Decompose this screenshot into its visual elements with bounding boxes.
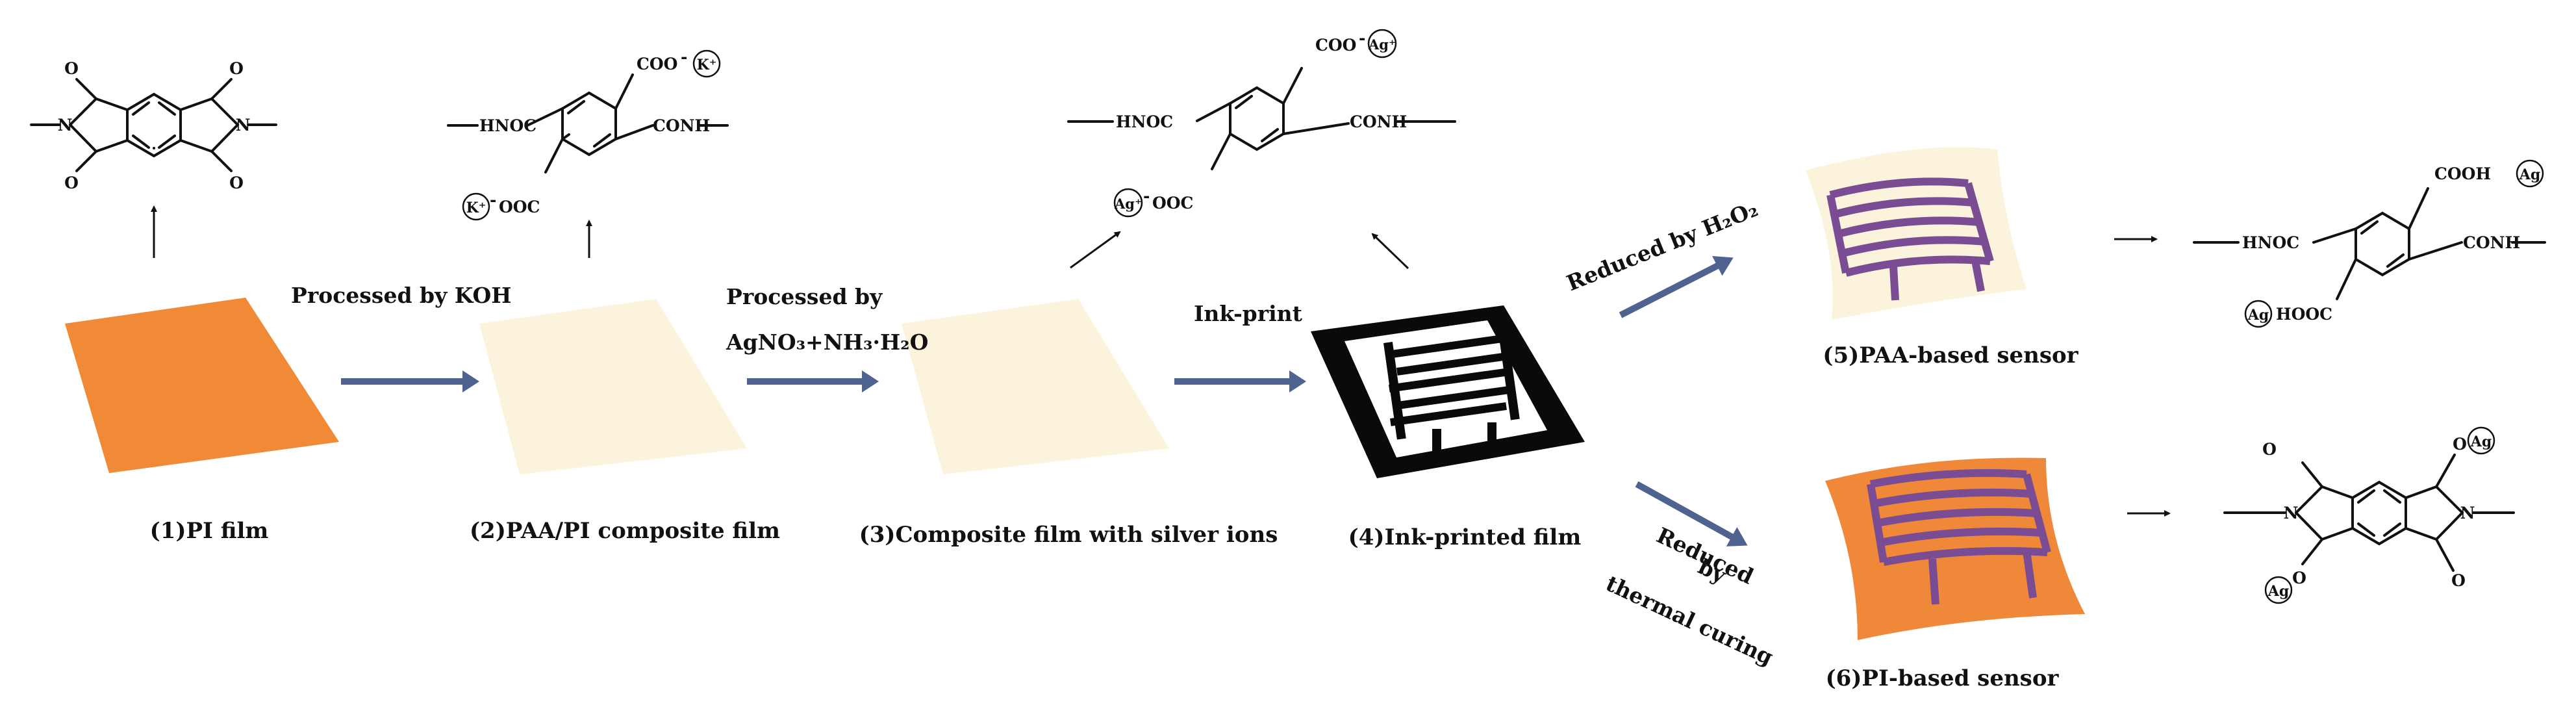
atom-o: O <box>64 59 79 78</box>
ink-printed-film <box>1311 305 1585 478</box>
atom-n: N <box>58 116 73 135</box>
ion-ag: Ag <box>2519 166 2540 183</box>
minus-sign: - <box>1143 186 1150 205</box>
paa-ag-structure: HNOC CONH COO - Ag⁺ Ag⁺ - OOC <box>1067 29 1456 218</box>
atom-o: O <box>229 174 244 192</box>
label-coo: COO <box>1315 36 1356 55</box>
atom-o: O <box>2451 571 2466 590</box>
ion-ag: Ag <box>2247 307 2269 324</box>
minus-sign: - <box>681 47 687 66</box>
process-ag-label-2: AgNO₃+NH₃·H₂O <box>726 329 928 355</box>
label-coo: COO <box>637 55 677 73</box>
atom-n: N <box>2284 504 2299 522</box>
step-5-label: (5)PAA-based sensor <box>1823 342 2078 368</box>
label-conh: CONH <box>2463 233 2520 252</box>
label-hooc: HOOC <box>2276 305 2332 324</box>
thin-arrows <box>151 205 2171 517</box>
ion-ag: Ag⁺ <box>1368 36 1396 53</box>
composite-film <box>902 299 1169 474</box>
paa-k-structure: HNOC CONH COO - K⁺ K⁺ - OOC <box>447 47 729 221</box>
atom-o: O <box>2292 569 2306 587</box>
arrow-h2o2 <box>1619 256 1734 318</box>
atom-n: N <box>236 116 251 135</box>
paa-ag-reduced-structure: HNOC CONH COOH Ag Ag HOOC <box>2193 159 2546 328</box>
ion-ag: Ag⁺ <box>1114 196 1142 212</box>
pi-sensor <box>1825 457 2085 640</box>
label-hnoc: HNOC <box>2242 233 2299 252</box>
step-1-label: (1)PI film <box>150 518 269 544</box>
arrow-diag-ag <box>1070 231 1121 269</box>
atom-n: N <box>2460 504 2475 522</box>
arrow-agno3 <box>747 370 879 392</box>
arrow-thermal <box>1635 481 1748 546</box>
label-ooc: OOC <box>499 198 540 216</box>
ion-ag: Ag <box>2470 433 2492 450</box>
pi-ag-structure: O O O O N N Ag Ag <box>2223 426 2515 604</box>
arrow-koh <box>341 370 479 392</box>
atom-o: O <box>64 174 79 192</box>
label-hnoc: HNOC <box>1116 112 1173 131</box>
label-hnoc: HNOC <box>479 116 537 135</box>
label-cooh: COOH <box>2434 164 2491 183</box>
paa-sensor <box>1806 147 2027 320</box>
step-4-label: (4)Ink-printed film <box>1348 524 1582 550</box>
label-ooc: OOC <box>1152 194 1193 212</box>
ion-k: K⁺ <box>466 199 486 216</box>
paa-pi-film <box>479 299 747 474</box>
pi-structure-top: O O O O N N <box>30 59 277 192</box>
arrow-ink <box>1174 370 1306 392</box>
label-conh: CONH <box>653 116 710 135</box>
step-6-label: (6)PI-based sensor <box>1826 665 2060 691</box>
atom-o: O <box>2262 440 2277 459</box>
minus-sign: - <box>490 190 496 209</box>
process-thermal-label-3: thermal curing <box>1602 571 1777 670</box>
process-ag-label-1: Processed by <box>726 284 883 309</box>
step-3-label: (3)Composite film with silver ions <box>859 522 1278 548</box>
process-h2o2-label: Reduced by H₂O₂ <box>1563 196 1761 296</box>
process-koh-label: Processed by KOH <box>291 283 511 308</box>
arrow-diag-ink <box>1371 233 1409 270</box>
step-2-label: (2)PAA/PI composite film <box>470 518 780 544</box>
ion-k: K⁺ <box>697 57 717 73</box>
process-ink-label: Ink-print <box>1194 301 1303 326</box>
atom-o: O <box>2453 435 2467 454</box>
ion-ag: Ag <box>2267 583 2289 600</box>
atom-o: O <box>229 59 244 78</box>
pi-film <box>65 298 339 473</box>
minus-sign: - <box>1359 29 1365 47</box>
label-conh: CONH <box>1350 112 1407 131</box>
process-arrows <box>341 256 1748 546</box>
